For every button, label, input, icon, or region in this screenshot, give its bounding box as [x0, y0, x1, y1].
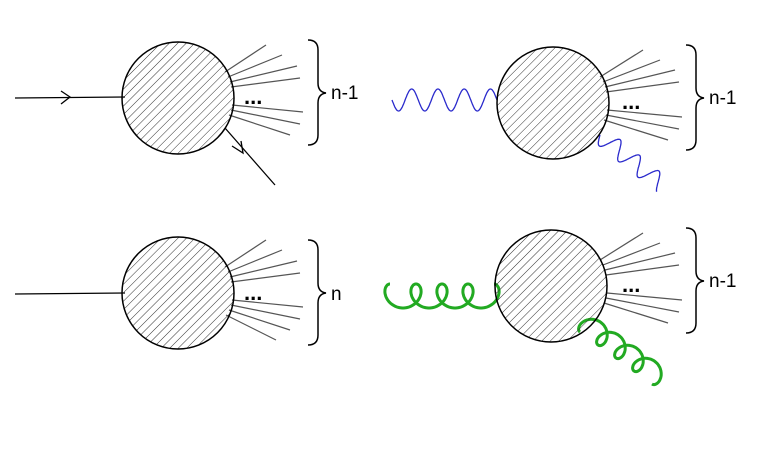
hatched-blob	[121, 41, 235, 155]
leg-count-label: n-1	[331, 83, 358, 104]
hatched-blob	[121, 236, 235, 350]
diagram-photon: ... n-1	[391, 44, 736, 192]
legs-ellipsis: ...	[244, 84, 262, 109]
diagram-scalar: ... n	[14, 236, 342, 350]
outgoing-photon-line	[597, 134, 661, 192]
hatched-blob	[494, 229, 608, 343]
legs-ellipsis: ...	[244, 280, 262, 305]
diagram-quark: ... n-1	[14, 39, 358, 186]
fermion-arrow-icon	[231, 140, 244, 155]
external-legs-fan	[599, 49, 683, 141]
leg-count-label: n-1	[709, 88, 736, 109]
external-legs-fan	[224, 239, 304, 341]
outgoing-gluon-line	[577, 317, 663, 387]
incoming-photon-line	[391, 88, 498, 112]
legs-ellipsis: ...	[622, 272, 640, 297]
leg-count-label: n-1	[709, 271, 736, 292]
hatched-blob	[496, 46, 610, 160]
fermion-arrow-icon	[60, 90, 72, 105]
external-legs-fan	[599, 232, 683, 324]
curly-brace	[307, 39, 327, 146]
diagram-gluon: ... n-1	[383, 227, 736, 387]
curly-brace	[685, 227, 705, 334]
curly-brace	[307, 239, 327, 346]
outgoing-fermion-line	[224, 127, 276, 186]
curly-brace	[685, 44, 705, 151]
external-legs-fan	[224, 44, 304, 136]
leg-count-label: n	[331, 284, 342, 305]
legs-ellipsis: ...	[622, 89, 640, 114]
incoming-line	[14, 292, 126, 295]
incoming-gluon-line	[383, 282, 501, 310]
